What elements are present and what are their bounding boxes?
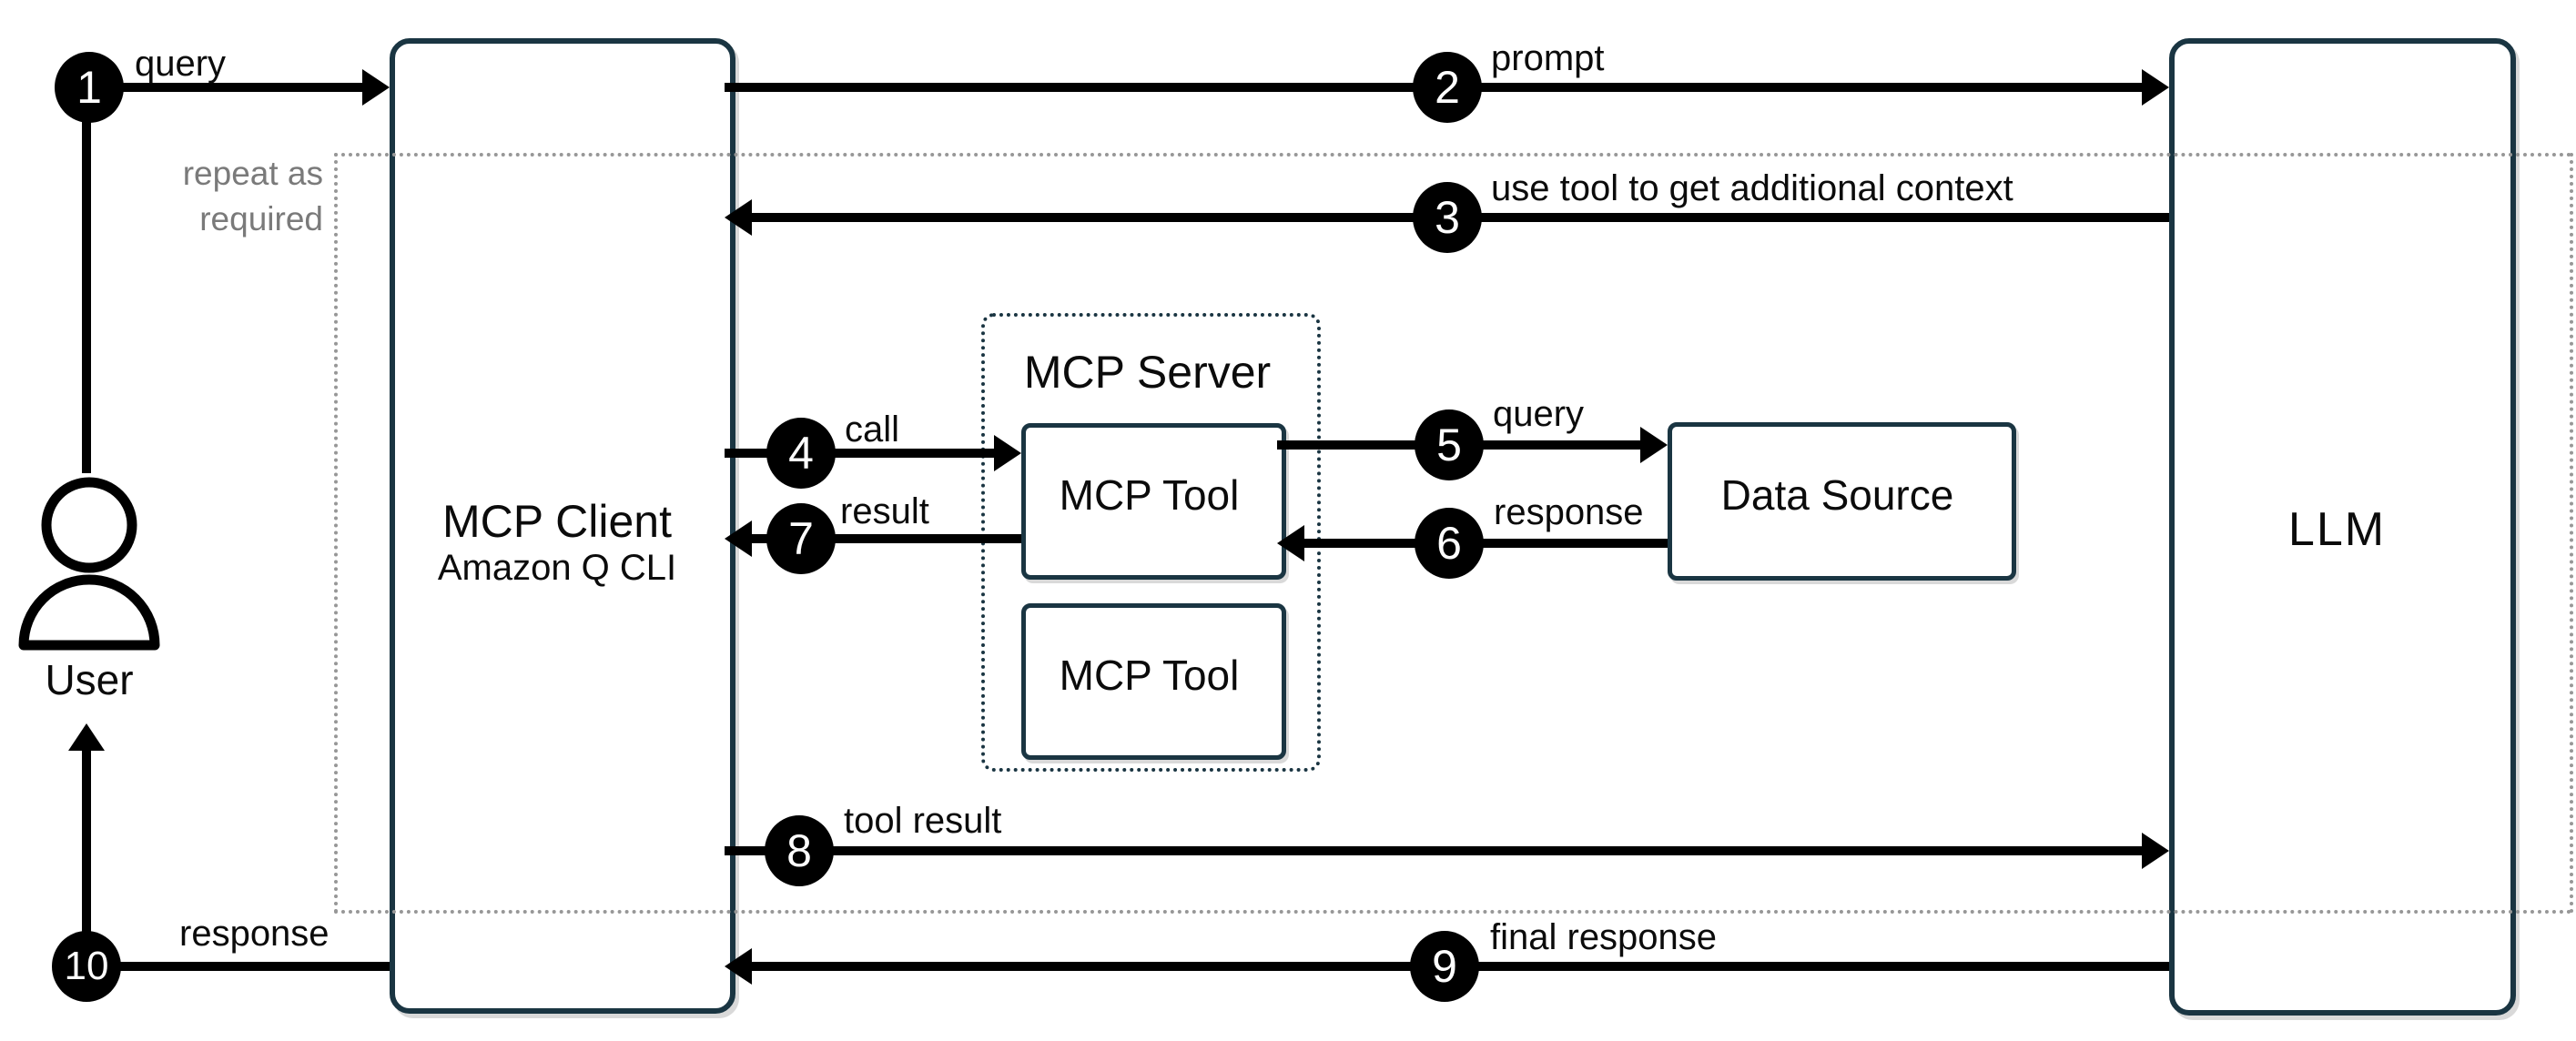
llm-box	[2169, 38, 2516, 1016]
flow-7-label: result	[840, 491, 929, 531]
step-badge-7: 7	[766, 503, 836, 574]
repeat-note: repeat as required	[91, 151, 323, 242]
step-badge-5: 5	[1415, 409, 1484, 480]
mcp-tool-2-title: MCP Tool	[1059, 652, 1240, 699]
flow-1-label: query	[135, 44, 227, 84]
flow-10-arrowhead-up-icon	[68, 723, 105, 751]
step-badge-2: 2	[1413, 52, 1482, 123]
flow-7-arrowhead-left-icon	[725, 520, 752, 557]
flow-9-arrowhead-left-icon	[725, 948, 752, 985]
step-badge-9: 9	[1410, 931, 1479, 1002]
flow-9-label: final response	[1490, 917, 1718, 957]
mcp-tool-1-box	[1021, 423, 1286, 580]
step-badge-1: 1	[55, 52, 124, 123]
flow-5-label: query	[1493, 394, 1585, 434]
flow-10-vertical-line	[82, 751, 91, 933]
data-source-title: Data Source	[1720, 471, 1954, 519]
step-badge-10: 10	[52, 931, 121, 1002]
llm-title: LLM	[2287, 503, 2387, 556]
mcp-tool-1-title: MCP Tool	[1059, 471, 1240, 519]
data-source-box	[1668, 422, 2016, 581]
mcp-client-box	[390, 38, 735, 1014]
step-badge-8: 8	[765, 815, 834, 886]
step-badge-6: 6	[1415, 508, 1484, 579]
step-badge-4: 4	[766, 418, 836, 489]
flow-1-line	[122, 83, 364, 92]
flow-8-line	[725, 846, 2144, 855]
flow-4-line	[725, 449, 996, 458]
flow-10-label: response	[179, 914, 330, 954]
flow-2-label: prompt	[1491, 38, 1605, 78]
flow-8-arrowhead-right-icon	[2142, 833, 2169, 869]
user-label: User	[45, 656, 134, 703]
mcp-tool-2-box	[1021, 603, 1286, 760]
step-badge-3: 3	[1413, 182, 1482, 253]
flow-3-label: use tool to get additional context	[1491, 168, 2013, 208]
flow-5-arrowhead-right-icon	[1640, 427, 1668, 463]
flow-8-label: tool result	[844, 801, 1002, 841]
mcp-server-title: MCP Server	[1023, 347, 1272, 398]
flow-7-line	[752, 534, 1021, 543]
flow-3-arrowhead-left-icon	[725, 199, 752, 236]
flow-4-arrowhead-right-icon	[994, 435, 1021, 471]
flow-2-arrowhead-right-icon	[2142, 69, 2169, 106]
flow-6-label: response	[1494, 492, 1644, 532]
flow-6-arrowhead-left-icon	[1277, 525, 1304, 561]
mcp-client-subtitle: Amazon Q CLI	[437, 548, 677, 588]
user-query-connector-line	[82, 122, 91, 473]
flow-10-line	[117, 962, 390, 971]
flow-6-line	[1303, 539, 1668, 548]
flow-1-arrowhead-right-icon	[362, 69, 390, 106]
repeat-note-line2: required	[199, 200, 323, 238]
user-icon	[13, 470, 166, 652]
repeat-note-line1: repeat as	[182, 155, 323, 192]
flow-4-label: call	[845, 409, 900, 450]
mcp-client-title: MCP Client	[442, 496, 672, 547]
